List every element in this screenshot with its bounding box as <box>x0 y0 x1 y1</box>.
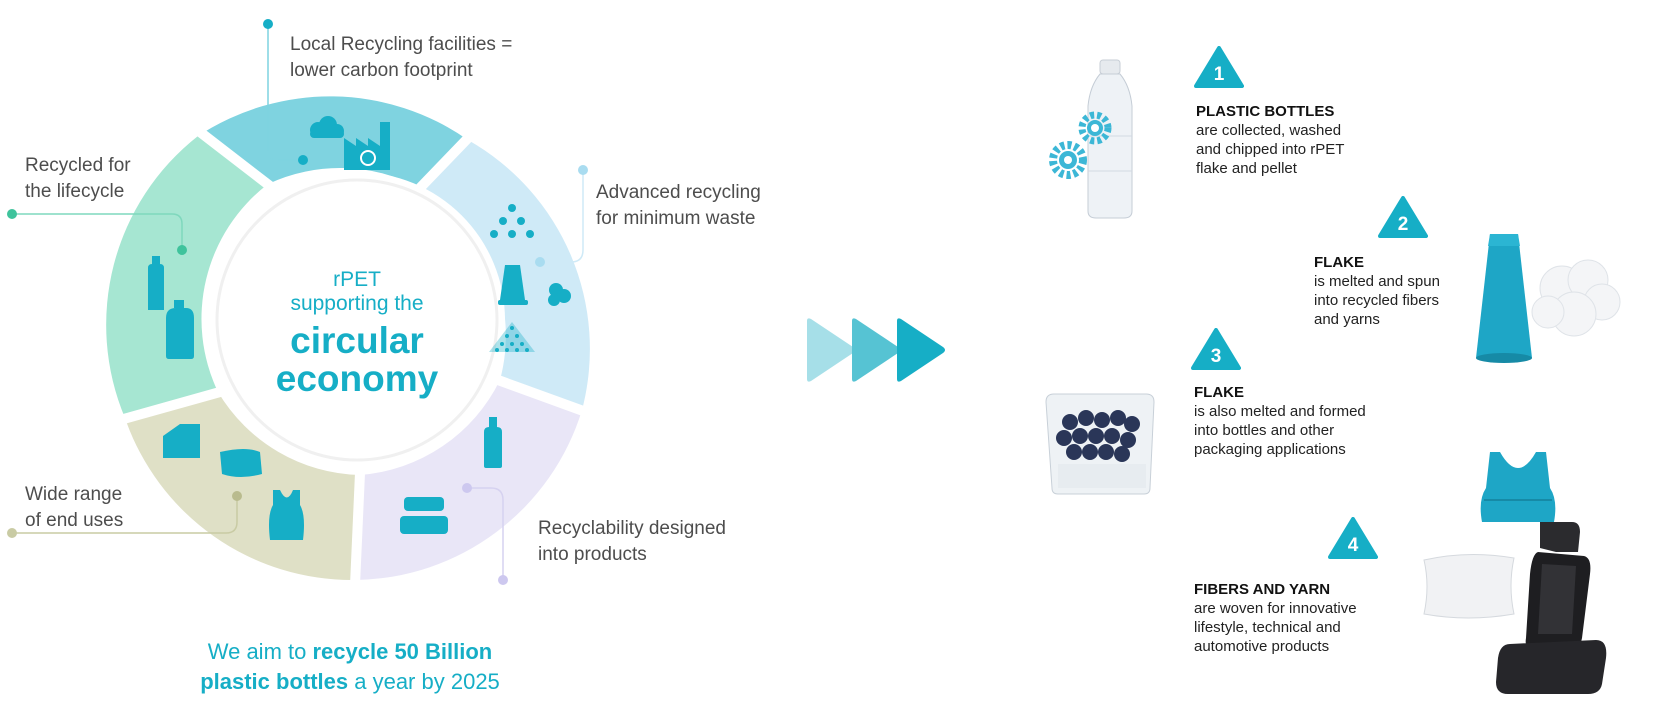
gear-icon <box>1049 141 1087 179</box>
pillow-icon <box>220 449 262 477</box>
spool-icon <box>498 265 528 305</box>
flakes-icon <box>489 322 535 352</box>
step-2-text: FLAKE is melted and spun into recycled f… <box>1314 254 1440 328</box>
drink-bottle-icon <box>148 256 164 310</box>
wheel-center-text: rPET supporting the circular economy <box>275 268 439 399</box>
svg-text:2: 2 <box>1398 214 1409 235</box>
step-3-badge: 3 <box>1191 328 1241 370</box>
svg-text:4: 4 <box>1348 535 1359 556</box>
step-3-text: FLAKE is also melted and formed into bot… <box>1194 384 1366 458</box>
food-container-icon <box>400 497 448 534</box>
step-2-badge: 2 <box>1378 196 1428 238</box>
label-lifecycle: Recycled for the lifecycle <box>25 155 131 202</box>
aim-statement: We aim to recycle 50 Billion plastic bot… <box>200 639 500 694</box>
arrow-light <box>807 318 855 382</box>
arrow-mid <box>852 318 900 382</box>
car-seat-image <box>1496 522 1607 694</box>
svg-text:3: 3 <box>1211 346 1222 367</box>
segment-lifecycle <box>106 136 269 418</box>
step-4-badge: 4 <box>1328 517 1378 559</box>
tank-top-icon <box>269 490 304 540</box>
gear-icon <box>1078 111 1112 145</box>
svg-text:1: 1 <box>1214 64 1225 85</box>
blueberry-container-image <box>1045 393 1155 495</box>
pellets-icon <box>490 204 534 238</box>
car-door-icon <box>163 424 200 458</box>
cotton-fiber-icon <box>1531 259 1621 337</box>
label-recyclability: Recyclability designed into products <box>538 518 726 565</box>
plastic-bottle-image <box>1049 59 1133 219</box>
detergent-bottle-icon <box>166 300 194 359</box>
wheel-center <box>209 172 505 468</box>
circular-economy-wheel <box>7 19 590 586</box>
factory-recycle-icon <box>344 122 390 170</box>
pillow-image <box>1423 553 1515 619</box>
cotton-icon <box>548 283 571 306</box>
cloud-icon <box>310 116 344 138</box>
step-1-text: PLASTIC BOTTLES are collected, washed an… <box>1196 103 1345 177</box>
label-local-recycling: Local Recycling facilities = lower carbo… <box>290 34 513 81</box>
forward-arrows <box>807 318 945 382</box>
yarn-cone-image <box>1476 234 1621 363</box>
sports-bra-image <box>1480 452 1556 522</box>
blueberries-icon <box>1056 410 1140 462</box>
step-4-text: FIBERS AND YARN are woven for innovative… <box>1194 581 1357 655</box>
step-1-badge: 1 <box>1194 46 1244 88</box>
label-advanced-recycling: Advanced recycling for minimum waste <box>596 182 761 229</box>
bottle-icon <box>484 417 502 468</box>
arrow-dark <box>897 318 945 382</box>
segment-local-recycling <box>198 96 468 188</box>
label-end-uses: Wide range of end uses <box>25 484 124 531</box>
